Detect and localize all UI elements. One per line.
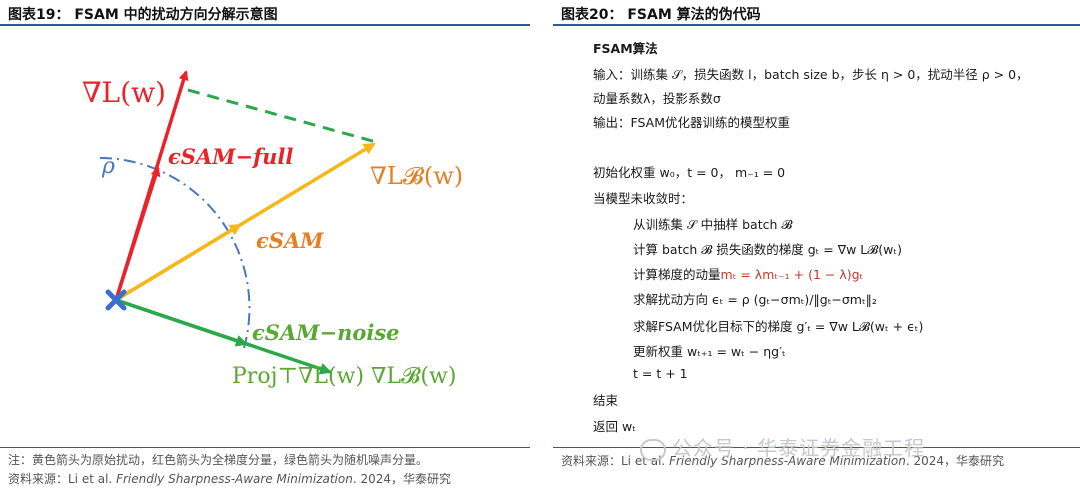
eps-sam-label: ϵSAM — [256, 228, 324, 253]
alg-while: 当模型未收敛时： — [593, 191, 694, 206]
alg-increment: t = t + 1 — [633, 366, 688, 381]
red-full-arrow — [114, 166, 161, 301]
alg-name: FSAM算法 — [593, 41, 658, 56]
watermark: 公众号 · 华泰证券金融工程 — [640, 432, 925, 461]
proj-label: Proj⊤∇L(w) ∇L𝓑(w) — [232, 364, 457, 389]
footer-rule — [0, 447, 530, 448]
pseudocode-block: FSAM算法 输入：训练集 𝒮，损失函数 l，batch size b，步长 η… — [553, 28, 1080, 442]
alg-init: 初始化权重 w₀，t = 0， m₋₁ = 0 — [593, 165, 786, 180]
eps-full-label: ϵSAM−full — [168, 144, 294, 169]
title-rule — [553, 24, 1080, 26]
wechat-icon — [640, 438, 666, 461]
title-rule — [0, 24, 530, 26]
alg-sample: 从训练集 𝒮 中抽样 batch 𝓑 — [633, 217, 793, 232]
figure-20-panel: 图表20： FSAM 算法的伪代码 FSAM算法 输入：训练集 𝒮，损失函数 l… — [553, 0, 1080, 492]
figure-20-title: 图表20： FSAM 算法的伪代码 — [561, 7, 761, 23]
figure-19-note: 注：黄色箭头为原始扰动，红色箭头为全梯度分量，绿色箭头为随机噪声分量。 — [8, 453, 429, 467]
alg-input: 输入：训练集 𝒮，损失函数 l，batch size b，步长 η > 0，扰动… — [593, 67, 1029, 82]
figure-20-source: 资料来源：Li et al. Friendly Sharpness-Aware … — [561, 454, 1005, 468]
alg-update: 更新权重 wₜ₊₁ = wₜ − ηg′ₜ — [633, 344, 786, 359]
figure-19-title: 图表19： FSAM 中的扰动方向分解示意图 — [8, 7, 278, 23]
alg-output: 输出：FSAM优化器训练的模型权重 — [593, 115, 790, 130]
alg-momentum: 计算梯度的动量mₜ = λmₜ₋₁ + (1 − λ)gₜ — [633, 267, 864, 282]
footer-rule — [553, 447, 1080, 448]
rho-arc — [99, 157, 251, 349]
figure-19-source: 资料来源：Li et al. Friendly Sharpness-Aware … — [8, 472, 452, 486]
alg-fsam-grad: 求解FSAM优化目标下的梯度 g′ₜ = ∇w L𝓑(wₜ + ϵₜ) — [633, 319, 924, 334]
alg-end: 结束 — [593, 393, 619, 408]
alg-grad: 计算 batch 𝓑 损失函数的梯度 gₜ = ∇w L𝓑(wₜ) — [633, 242, 902, 257]
figure-19-panel: 图表19： FSAM 中的扰动方向分解示意图 — [0, 0, 530, 492]
alg-perturb: 求解扰动方向 ϵₜ = ρ (gₜ−σmₜ)/‖gₜ−σmₜ‖₂ — [633, 292, 877, 307]
diagram-svg — [99, 70, 377, 375]
rho-label: ρ — [102, 154, 115, 179]
eps-noise-label: ϵSAM−noise — [252, 320, 400, 345]
green-mid-marker — [115, 298, 248, 347]
grad-LB-label: ∇L𝓑(w) — [370, 162, 464, 190]
perturbation-diagram: ∇L(w) ρ ϵSAM−full ∇L𝓑(w) ϵSAM ϵSAM−noise… — [0, 28, 530, 442]
origin-cross-icon — [105, 289, 127, 311]
yellow-mid-marker — [115, 223, 242, 302]
grad-L-label: ∇L(w) — [82, 76, 166, 109]
alg-return: 返回 wₜ — [593, 419, 636, 434]
green-dashed-line — [187, 88, 377, 144]
alg-input-cont: 动量系数λ，投影系数σ — [593, 91, 721, 106]
